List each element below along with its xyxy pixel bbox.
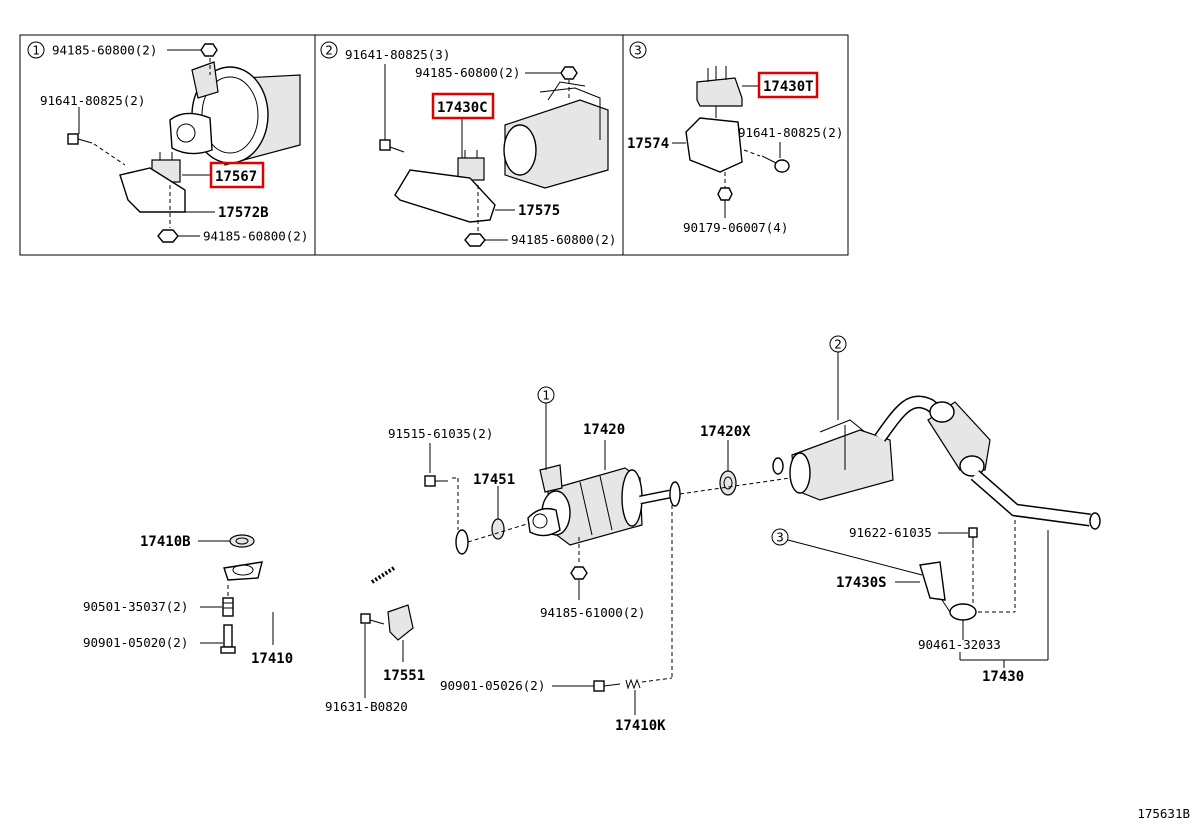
bolt-icon bbox=[424, 475, 448, 487]
muffler-drawing bbox=[503, 81, 609, 189]
nut-icon bbox=[157, 229, 179, 243]
part-label-highlighted[interactable]: 17430T bbox=[763, 79, 814, 95]
nut-icon bbox=[717, 187, 733, 201]
flange-icon bbox=[223, 561, 263, 581]
part-label[interactable]: 17410 bbox=[251, 651, 293, 667]
heat-insulator-icon bbox=[387, 604, 414, 641]
highlight-box bbox=[209, 161, 265, 189]
inset-number-circle bbox=[320, 41, 338, 59]
part-label[interactable]: 17410B bbox=[140, 534, 191, 550]
callout-number: 3 bbox=[776, 530, 784, 545]
highlight-box bbox=[757, 71, 819, 99]
part-label[interactable]: 17420 bbox=[583, 422, 625, 438]
nut-icon bbox=[464, 233, 486, 247]
rubber-mount-icon bbox=[696, 66, 743, 118]
bolt-icon bbox=[968, 527, 978, 548]
part-label[interactable]: 17574 bbox=[627, 136, 669, 152]
inset-number: 1 bbox=[32, 43, 40, 58]
flange-icon bbox=[669, 481, 681, 507]
part-label[interactable]: 17420X bbox=[700, 424, 751, 440]
inset-frame bbox=[19, 34, 849, 256]
inset-number: 3 bbox=[634, 43, 642, 58]
inset-number-circle bbox=[629, 41, 647, 59]
gasket-icon bbox=[719, 470, 737, 496]
inset-number: 2 bbox=[325, 43, 333, 58]
bracket-icon bbox=[394, 169, 496, 223]
inset-panels bbox=[19, 34, 849, 256]
part-label[interactable]: 94185-60800(2) bbox=[415, 65, 520, 80]
part-label[interactable]: 91641-80825(2) bbox=[40, 93, 145, 108]
inset-number-circle bbox=[27, 41, 45, 59]
part-label[interactable]: 17551 bbox=[383, 668, 425, 684]
part-label[interactable]: 17572B bbox=[218, 205, 269, 221]
part-label[interactable]: 17410K bbox=[615, 718, 666, 734]
part-label[interactable]: 91622-61035 bbox=[849, 525, 932, 540]
bolt-icon bbox=[593, 680, 621, 692]
part-label[interactable]: 90501-35037(2) bbox=[83, 599, 188, 614]
part-label[interactable]: 90461-32033 bbox=[918, 637, 1001, 652]
rear-muffler-drawing bbox=[927, 401, 991, 477]
part-label[interactable]: 91641-80825(2) bbox=[738, 125, 843, 140]
inset-2: 2 91641-80825(3) 94185-60800(2) 17430C 1… bbox=[320, 41, 616, 247]
part-label-highlighted[interactable]: 17430C bbox=[437, 100, 488, 116]
hanger-icon bbox=[919, 561, 946, 601]
muffler-drawing bbox=[772, 419, 894, 501]
callout-number: 2 bbox=[834, 337, 842, 352]
gasket-icon bbox=[229, 534, 255, 548]
part-label[interactable]: 94185-61000(2) bbox=[540, 605, 645, 620]
callout-number: 1 bbox=[542, 388, 550, 403]
part-label[interactable]: 90901-05020(2) bbox=[83, 635, 188, 650]
bolt-icon bbox=[360, 613, 385, 625]
main-assembly: 17410B 90501-35037(2) 90901-05020(2) 174… bbox=[83, 335, 1101, 734]
part-label[interactable]: 90901-05026(2) bbox=[440, 678, 545, 693]
part-label[interactable]: 91631-B0820 bbox=[325, 699, 408, 714]
highlight-box bbox=[431, 92, 495, 120]
part-label[interactable]: 91641-80825(3) bbox=[345, 47, 450, 62]
part-label[interactable]: 90179-06007(4) bbox=[683, 220, 788, 235]
bolt-icon bbox=[761, 155, 790, 173]
part-label[interactable]: 91515-61035(2) bbox=[388, 426, 493, 441]
bolt-icon bbox=[379, 139, 405, 153]
gasket-icon bbox=[491, 518, 505, 540]
bolt-icon bbox=[220, 624, 236, 654]
nut-icon bbox=[200, 43, 218, 57]
stud-icon bbox=[222, 597, 234, 617]
part-label[interactable]: 94185-60800(2) bbox=[52, 43, 157, 58]
nut-icon bbox=[560, 66, 578, 80]
callout-circle[interactable] bbox=[771, 528, 789, 546]
part-label[interactable]: 94185-60800(2) bbox=[203, 229, 308, 244]
clamp-icon bbox=[941, 599, 977, 621]
bracket-icon bbox=[685, 117, 743, 173]
nut-icon bbox=[570, 566, 588, 580]
flange-icon bbox=[455, 529, 469, 555]
bolt-icon bbox=[67, 133, 93, 145]
part-label[interactable]: 17430S bbox=[836, 575, 887, 591]
catalytic-converter-drawing bbox=[527, 464, 643, 546]
spring-icon bbox=[625, 678, 641, 690]
part-label[interactable]: 17575 bbox=[518, 203, 560, 219]
diagram-code: 175631B bbox=[1137, 806, 1190, 821]
catalytic-converter-drawing bbox=[169, 61, 301, 166]
part-label-highlighted[interactable]: 17567 bbox=[215, 169, 257, 185]
inset-3: 3 17430T 17574 91641-80825(2) 90179-0600… bbox=[627, 41, 843, 235]
part-label[interactable]: 17451 bbox=[473, 472, 515, 488]
inset-1: 1 94185-60800(2) 91641-80825(2) bbox=[27, 41, 308, 244]
part-label[interactable]: 17430 bbox=[982, 669, 1024, 685]
part-label[interactable]: 94185-60800(2) bbox=[511, 232, 616, 247]
